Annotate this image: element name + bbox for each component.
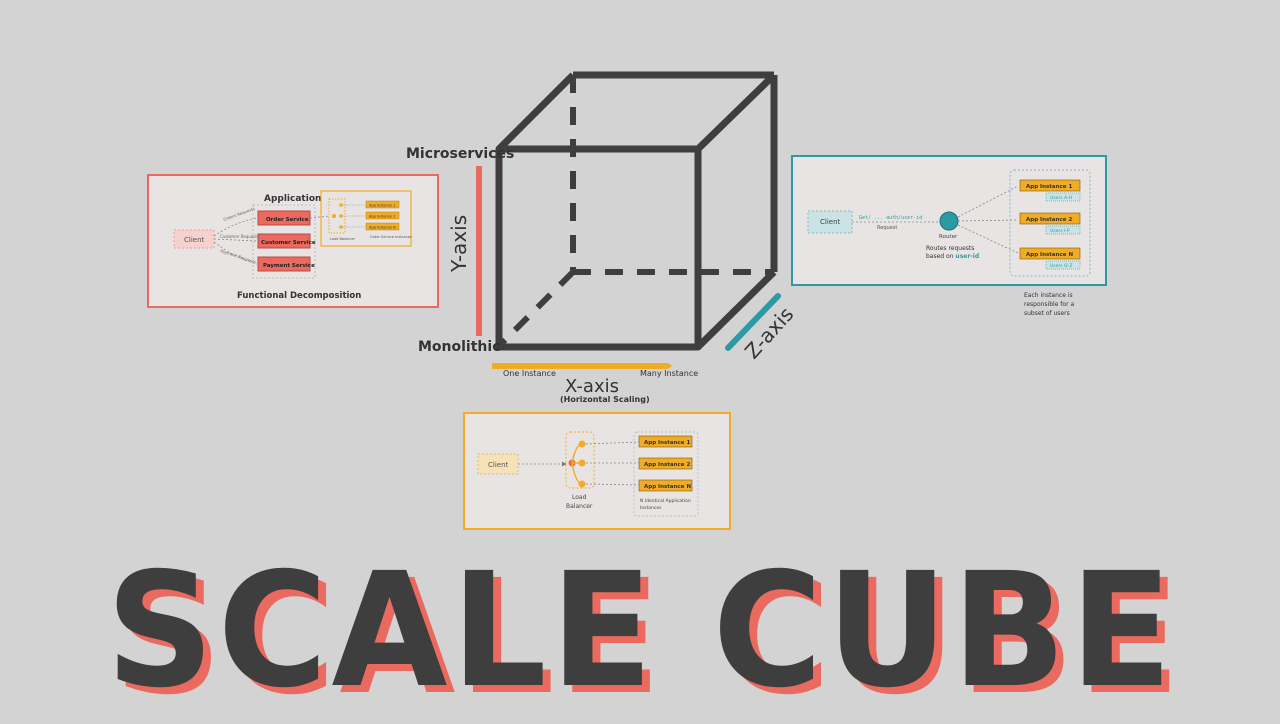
x-instance-2 (638, 457, 693, 470)
y-lb-label: Load Balancer (330, 237, 355, 241)
z-instance-n (1019, 247, 1081, 260)
y-instance-2-label: App Instance 2 (369, 215, 395, 219)
z-note-line-1: Each instance is (1024, 292, 1073, 299)
z-shard-3-label: Users Q-Z (1050, 263, 1072, 269)
panel-data-partitioning: Client Get/ ... auth/user-id Request Rou… (791, 155, 1107, 286)
customer-service-box (257, 233, 311, 249)
customer-service-label: Customer Service (261, 240, 316, 246)
z-instance-2 (1019, 212, 1081, 225)
panel-y-client-label: Client (184, 236, 205, 244)
z-shard-2-label: Users I-P (1050, 228, 1070, 234)
y-axis-top-label: Microservices (406, 146, 514, 162)
x-axis-label: X-axis (565, 376, 619, 397)
cube (495, 71, 778, 351)
order-service-label: Order Service (266, 217, 309, 223)
panel-z-client (807, 210, 853, 234)
x-axis-right-label: Many Instance (640, 369, 698, 378)
edge-label-customer: Customer Requests (220, 234, 259, 239)
z-note-line-2: responsible for a (1024, 301, 1074, 308)
panel-x-client-label: Client (488, 461, 509, 469)
y-instance-1 (365, 200, 400, 209)
payment-service-label: Payment Service (263, 263, 315, 269)
title-shadow: SCALE CUBE (114, 546, 1184, 720)
y-lb-note: Order Service Instances (370, 235, 412, 239)
routes-note-line-2: based on user-id (926, 253, 979, 260)
page-title: SCALE CUBE (106, 540, 1176, 720)
y-instance-2 (365, 211, 400, 220)
payment-service-box (257, 256, 311, 272)
y-axis-label: Y-axis (447, 215, 471, 273)
panel-z-request-label: Request (877, 225, 897, 231)
y-instance-n (365, 222, 400, 231)
z-instance-1 (1019, 179, 1081, 192)
z-instance-2-label: App Instance 2 (1026, 217, 1072, 223)
z-axis-bar (725, 293, 781, 351)
x-note-line-2: Instances (640, 505, 662, 511)
z-instance-1-label: App Instance 1 (1026, 184, 1072, 190)
router-icon (939, 211, 959, 231)
x-axis-sub-label: (Horizontal Scaling) (560, 395, 650, 404)
y-instance-1-label: App Instance 1 (369, 204, 395, 208)
z-shard-1-label: Users A-H (1050, 195, 1072, 201)
x-lb-label-2: Balancer (566, 503, 593, 510)
y-instance-n-label: App Instance N (369, 226, 396, 230)
routes-note-line-1: Routes requests (926, 245, 974, 252)
x-instance-n (638, 479, 693, 492)
x-instance-n-label: App Instance N (644, 484, 691, 490)
z-instance-n-label: App Instance N (1026, 252, 1073, 258)
panel-horizontal-scaling: Client Load Balancer App Instance 1 App … (463, 412, 731, 530)
panel-y-caption: Functional Decomposition (237, 291, 361, 301)
x-lb-label-1: Load (572, 494, 587, 501)
z-axis-label: Z-axis (740, 302, 798, 363)
panel-z-request-path: Get/ ... auth/user-id (859, 215, 922, 221)
x-axis-bar (492, 363, 672, 369)
router-label: Router (939, 234, 958, 240)
title-block: SCALE CUBE SCALE CUBE (0, 539, 1280, 724)
z-note-line-3: subset of users (1024, 310, 1070, 317)
x-axis-left-label: One Instance (503, 369, 556, 378)
x-note-line-1: N Identical Application (640, 498, 691, 504)
y-axis-bar (476, 166, 482, 336)
y-axis-bottom-label: Monolithic (418, 339, 501, 355)
x-instance-2-label: App Instance 2 (644, 462, 690, 468)
panel-y-heading: Application (264, 194, 321, 204)
panel-functional-decomposition: Application Client Order Service Custome… (147, 174, 439, 308)
panel-z-client-label: Client (820, 218, 841, 226)
x-instance-1 (638, 435, 693, 448)
x-instance-1-label: App Instance 1 (644, 440, 690, 446)
